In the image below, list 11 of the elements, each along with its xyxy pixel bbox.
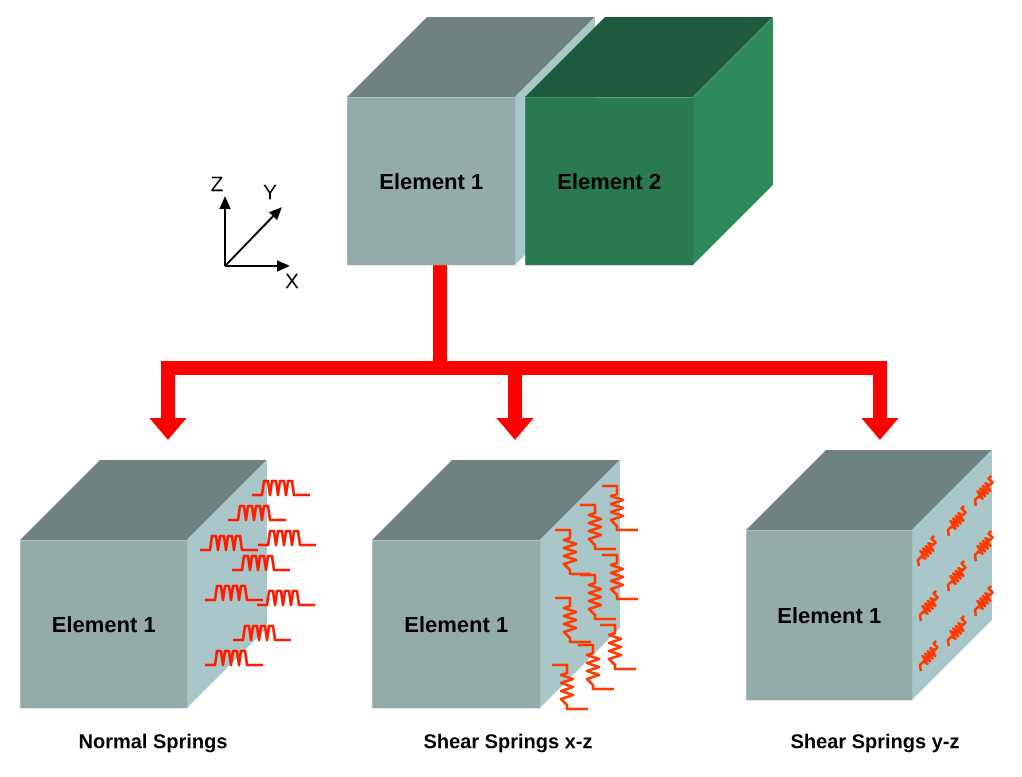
axis-label: Z: [211, 176, 223, 192]
cube-front: Element 1: [347, 97, 516, 266]
cube-front: Element 2: [525, 97, 694, 266]
node-label: Shear Springs x-z: [424, 733, 592, 753]
cube-front: Element 1: [372, 540, 541, 709]
node-label: Shear Springs y-z: [791, 733, 959, 753]
node-label: Normal Springs: [79, 733, 227, 753]
cube-front: Element 1: [20, 540, 188, 709]
axis-label: Y: [263, 184, 277, 200]
axis-label: X: [285, 273, 299, 289]
cube-front: Element 1: [746, 530, 913, 701]
